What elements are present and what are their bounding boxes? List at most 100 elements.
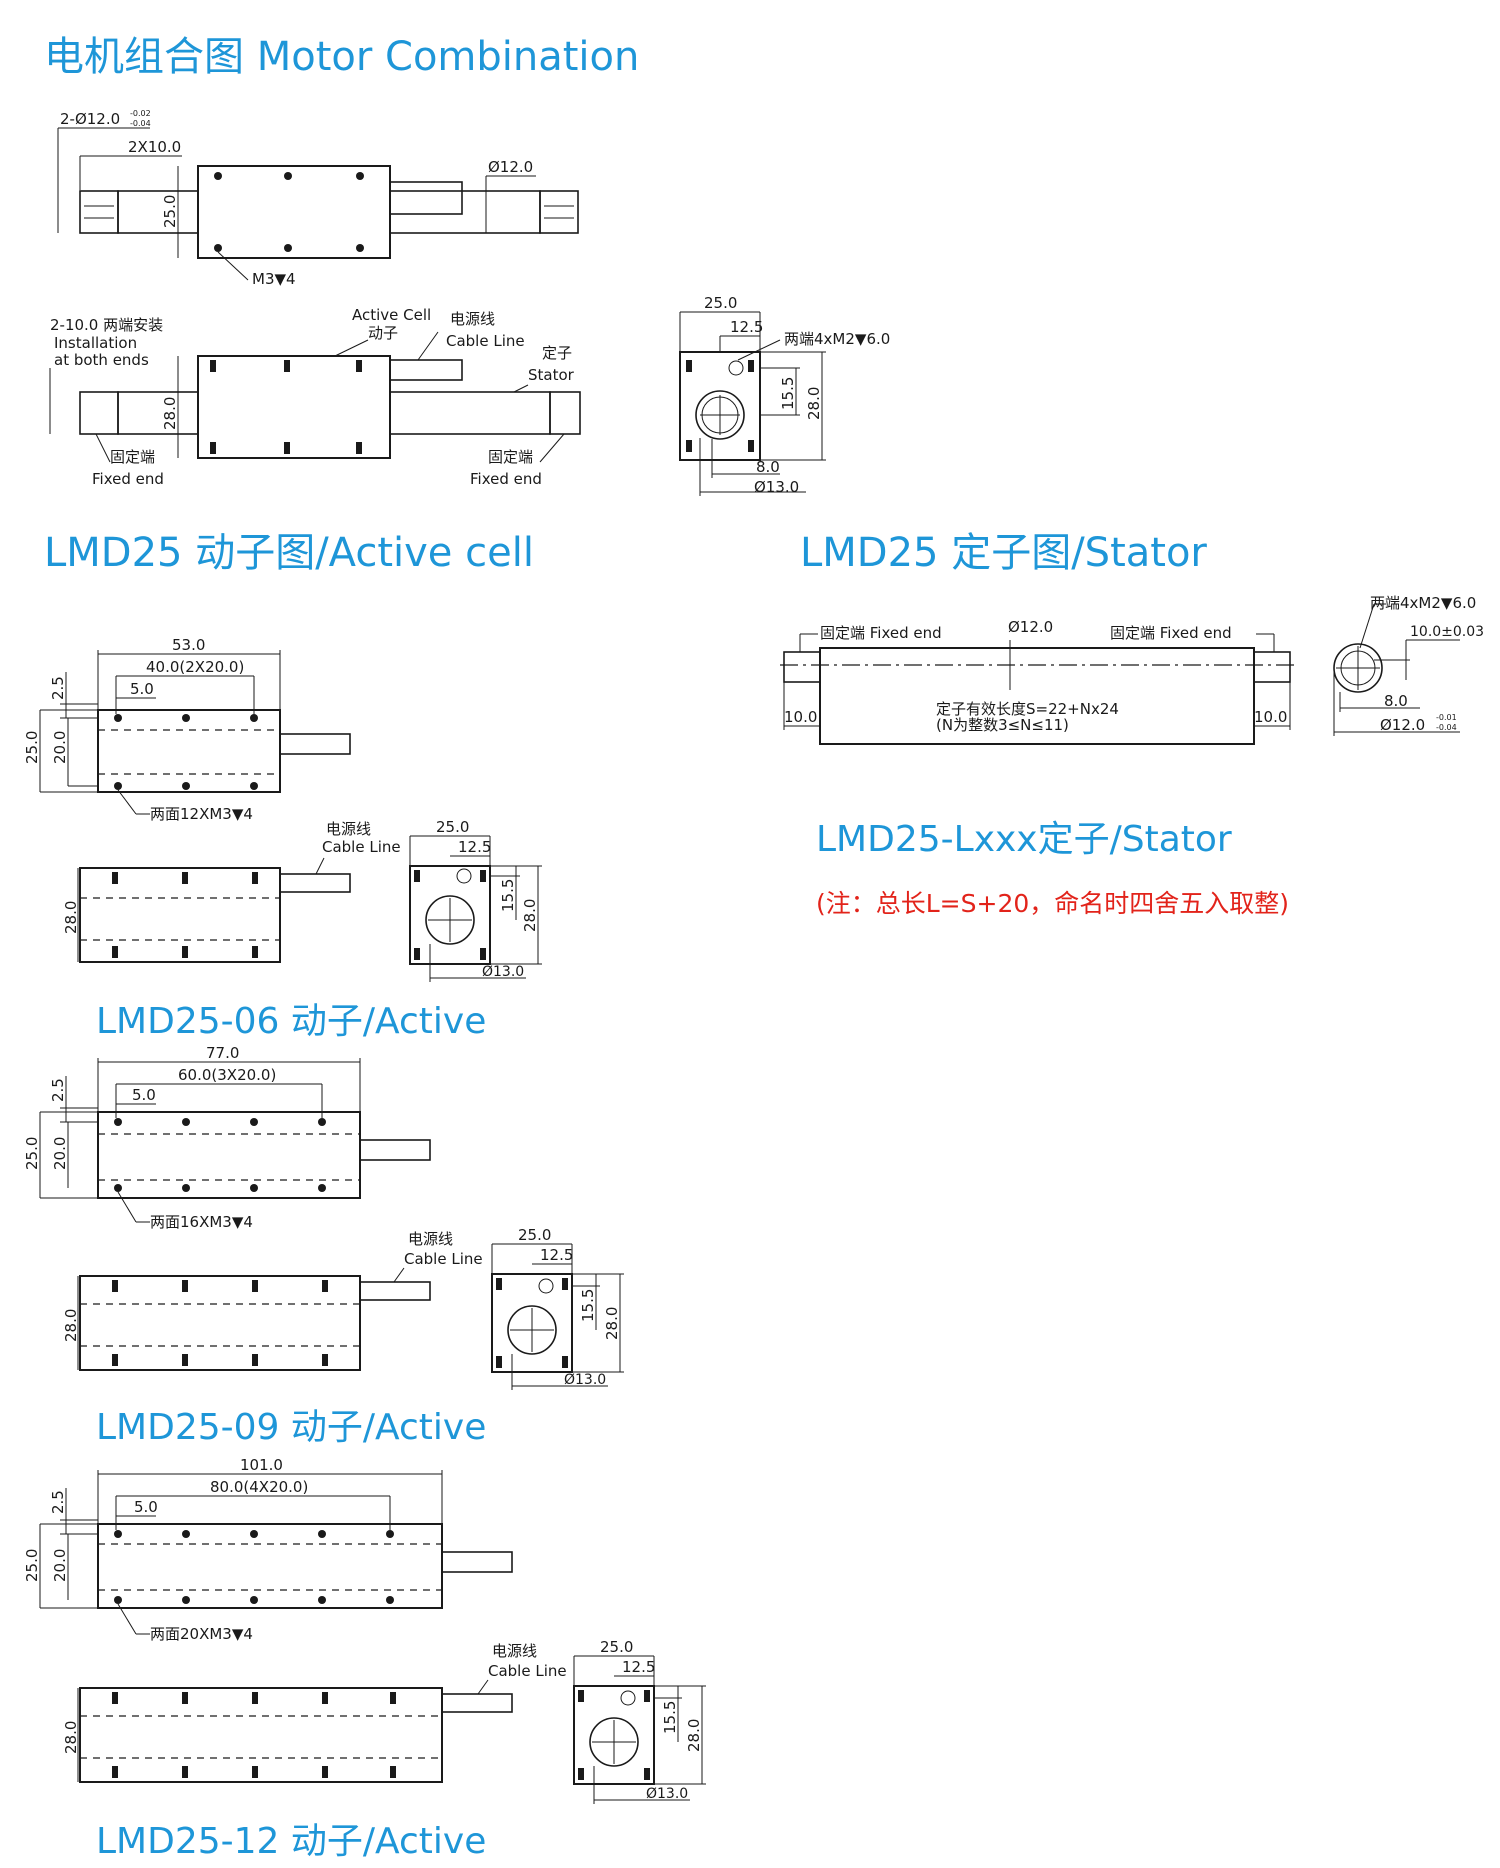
top-left-shaft	[117, 190, 199, 234]
m09-offset: 2.5	[49, 1078, 67, 1102]
end-view-bore	[695, 390, 745, 440]
m09-cable-en: Cable Line	[404, 1250, 483, 1268]
m12-end-dia: Ø13.0	[646, 1786, 688, 1802]
m06-top-shaft	[279, 733, 351, 755]
stator-len-left: 10.0	[784, 708, 817, 726]
cable-cn-label: 电源线	[450, 310, 495, 328]
m09-h20: 20.0	[51, 1137, 69, 1170]
m06-top-body	[97, 709, 281, 793]
m06-offset: 2.5	[49, 676, 67, 700]
lmd25-09-title: LMD25-09 动子/Active	[96, 1407, 487, 1448]
stator-en-label: Stator	[528, 366, 575, 384]
top-hole-tol-lower: -0.04	[130, 119, 151, 128]
m12-offset: 2.5	[49, 1490, 67, 1514]
top-left-end	[79, 190, 119, 234]
end-width-dim: 25.0	[704, 294, 737, 312]
cable-en-label: Cable Line	[446, 332, 525, 350]
m09-cable-cn: 电源线	[408, 1230, 453, 1248]
m06-holes-label: 两面12XM3▼4	[150, 805, 253, 823]
top-thread-label: M3▼4	[252, 270, 296, 288]
mount-en-label-1: Installation	[54, 334, 137, 352]
stator-end-view: 两端4xM2▼6.0 10.0±0.03 8.0 Ø12.0 -0.01 -0.…	[1333, 594, 1484, 736]
m06-h28: 28.0	[62, 901, 80, 934]
stator-fixed-right: 固定端 Fixed end	[1110, 624, 1232, 642]
m12-top-holes	[114, 1530, 394, 1604]
active-cell-cn: 动子	[368, 324, 398, 342]
m09-end-half: 12.5	[540, 1246, 573, 1264]
m06-end-280: 28.0	[521, 899, 539, 932]
top-mover-body	[197, 165, 391, 259]
stator-len-right: 10.0	[1254, 708, 1287, 726]
m12-total: 101.0	[240, 1456, 283, 1474]
bottom-stator-shaft	[389, 391, 551, 435]
stator-end-thread: 两端4xM2▼6.0	[1370, 594, 1476, 612]
stator-eff-range: (N为整数3≤N≤11)	[936, 716, 1069, 734]
stator-end-tol-lower: -0.04	[1436, 723, 1457, 732]
end-thread-label: 两端4xM2▼6.0	[784, 330, 890, 348]
m06-end-half: 12.5	[458, 838, 491, 856]
fixed-en-right: Fixed end	[470, 470, 542, 488]
bottom-height-dim: 28.0	[161, 397, 179, 430]
top-cable	[389, 181, 463, 215]
m06-cable-cn: 电源线	[326, 820, 371, 838]
stator-end-dia: Ø12.0	[1380, 716, 1425, 734]
top-end-dim: 2X10.0	[128, 138, 181, 156]
m12-pitch: 80.0(4X20.0)	[210, 1478, 308, 1496]
m06-top-holes	[114, 714, 258, 790]
m06-total: 53.0	[172, 636, 205, 654]
stator-side-view: 固定端 Fixed end Ø12.0 固定端 Fixed end 10.0 1…	[780, 618, 1294, 745]
stator-tube	[819, 647, 1255, 745]
lmd25-12-drawing: 101.0 80.0(4X20.0) 5.0 2.5 25.0 20.0 两面2…	[23, 1456, 706, 1804]
bottom-mount-holes	[210, 360, 362, 454]
m12-side-holes	[112, 1692, 396, 1778]
combination-top-view: 2-Ø12.0 -0.02 -0.04 2X10.0 25.0 Ø12.0 M3…	[57, 109, 579, 288]
lmd25-06-drawing: 53.0 40.0(2X20.0) 5.0 2.5 25.0 20.0 两面12…	[23, 636, 542, 982]
combination-side-view: 2-10.0 两端安装 Installation at both ends 28…	[49, 306, 581, 488]
m12-side-body	[79, 1687, 443, 1783]
m09-h28: 28.0	[62, 1309, 80, 1342]
stator-end-tol-upper: -0.01	[1436, 713, 1457, 722]
m09-edge: 5.0	[132, 1086, 156, 1104]
m09-end-280: 28.0	[603, 1307, 621, 1340]
m06-cable-en: Cable Line	[322, 838, 401, 856]
stator-fixed-left: 固定端 Fixed end	[820, 624, 942, 642]
stator-length-note: (注：总长L=S+20，命名时四舍五入取整)	[816, 889, 1290, 918]
stator-cn-label: 定子	[542, 344, 572, 362]
stator-dia-dim: Ø12.0	[1008, 618, 1053, 636]
m06-h20: 20.0	[51, 731, 69, 764]
fixed-cn-right: 固定端	[488, 448, 533, 466]
m12-cable	[441, 1693, 513, 1713]
stator-end-80: 8.0	[1384, 692, 1408, 710]
m09-side-body	[79, 1275, 361, 1371]
m09-top-shaft	[359, 1139, 431, 1161]
m06-end-w: 25.0	[436, 818, 469, 836]
stator-title: LMD25 定子图/Stator	[800, 530, 1207, 576]
m12-holes-label: 两面20XM3▼4	[150, 1625, 253, 1643]
m06-side-body	[79, 867, 281, 963]
m09-end-dia: Ø13.0	[564, 1372, 606, 1388]
m12-edge: 5.0	[134, 1498, 158, 1516]
m06-h25: 25.0	[23, 731, 41, 764]
m12-cable-cn: 电源线	[492, 1642, 537, 1660]
stator-end-pitch: 10.0±0.03	[1410, 624, 1484, 640]
m12-end-half: 12.5	[622, 1658, 655, 1676]
m12-end-155: 15.5	[661, 1701, 679, 1734]
active-cell-en: Active Cell	[352, 306, 431, 324]
m12-h28: 28.0	[62, 1721, 80, 1754]
top-height-dim: 25.0	[161, 195, 179, 228]
stator-left-end	[783, 651, 821, 683]
m09-top-body	[97, 1111, 361, 1199]
m09-top-holes	[114, 1118, 326, 1192]
m06-side-holes	[112, 872, 258, 958]
top-right-shaft	[389, 190, 541, 234]
end-130-dim: Ø13.0	[754, 478, 799, 496]
stator-right-end	[1253, 651, 1291, 683]
end-half-dim: 12.5	[730, 318, 763, 336]
m09-pitch: 60.0(3X20.0)	[178, 1066, 276, 1084]
bottom-left-end	[79, 391, 119, 435]
m09-total: 77.0	[206, 1044, 239, 1062]
bottom-left-shaft	[117, 391, 199, 435]
m09-end-w: 25.0	[518, 1226, 551, 1244]
m12-h25: 25.0	[23, 1549, 41, 1582]
